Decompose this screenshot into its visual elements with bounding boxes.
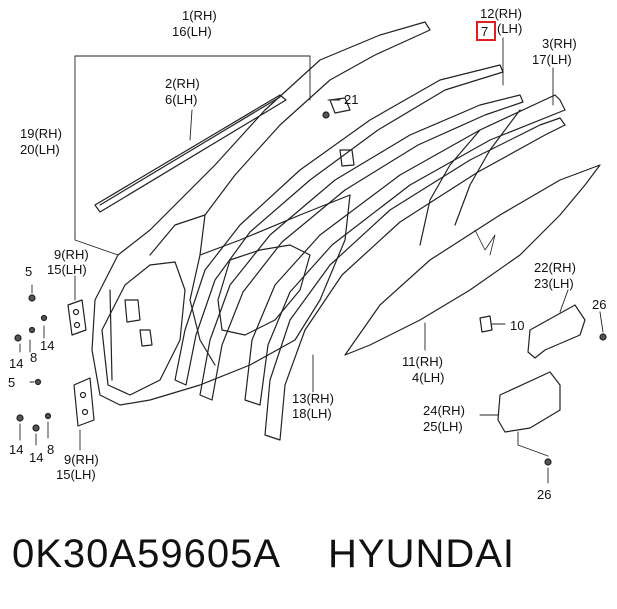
callout-5-lower: 5: [8, 375, 15, 390]
svg-text:19(RH): 19(RH): [20, 126, 62, 141]
leader-lines: [19, 37, 604, 484]
svg-text:24(RH): 24(RH): [423, 403, 465, 418]
svg-text:15(LH): 15(LH): [47, 262, 87, 277]
svg-text:3(RH): 3(RH): [542, 36, 577, 51]
callout-14-c: 14: [9, 442, 23, 457]
svg-text:(LH): (LH): [497, 21, 522, 36]
highlight-box: [476, 21, 496, 41]
bolts: [14, 111, 607, 466]
part-number: 0K30A59605A: [12, 532, 282, 576]
callout-14-a: 14: [9, 356, 23, 371]
svg-text:22(RH): 22(RH): [534, 260, 576, 275]
svg-text:2(RH): 2(RH): [165, 76, 200, 91]
callout-5-upper: 5: [25, 264, 32, 279]
svg-text:12(RH): 12(RH): [480, 6, 522, 21]
door-glass: [344, 164, 601, 356]
callout-12-7: 12(RH) 7 (LH): [476, 6, 522, 41]
svg-text:13(RH): 13(RH): [292, 391, 334, 406]
lower-hinge: [73, 377, 95, 427]
brand-name: HYUNDAI: [328, 532, 516, 576]
svg-text:23(LH): 23(LH): [534, 276, 574, 291]
callout-21: 21: [344, 92, 358, 107]
door-parts-diagram: 1(RH) 16(LH) 2(RH) 6(LH) 21 12(RH) 7 (LH…: [8, 6, 607, 502]
callout-9-15-upper: 9(RH) 15(LH): [47, 247, 89, 277]
callout-26-upper: 26: [592, 297, 606, 312]
svg-text:7: 7: [481, 24, 488, 39]
svg-text:9(RH): 9(RH): [54, 247, 89, 262]
svg-text:18(LH): 18(LH): [292, 406, 332, 421]
callout-11-4: 11(RH) 4(LH): [402, 354, 445, 385]
door-frame-channel: [174, 64, 566, 441]
callout-9-15-lower: 9(RH) 15(LH): [56, 452, 99, 482]
svg-text:1(RH): 1(RH): [182, 8, 217, 23]
callout-2-6: 2(RH) 6(LH): [165, 76, 200, 107]
svg-text:20(LH): 20(LH): [20, 142, 60, 157]
glass-bracket: [479, 315, 493, 333]
callout-14-b: 14: [40, 338, 54, 353]
delta-cover: [527, 304, 586, 359]
callout-8-lower: 8: [47, 442, 54, 457]
svg-text:9(RH): 9(RH): [64, 452, 99, 467]
callout-3-17: 3(RH) 17(LH): [532, 36, 577, 67]
svg-text:16(LH): 16(LH): [172, 24, 212, 39]
callout-1-16: 1(RH) 16(LH): [172, 8, 217, 39]
svg-text:6(LH): 6(LH): [165, 92, 198, 107]
svg-text:25(LH): 25(LH): [423, 419, 463, 434]
glass-run-strip: [94, 94, 287, 213]
sash-cover: [497, 371, 561, 433]
callout-14-d: 14: [29, 450, 43, 465]
svg-text:4(LH): 4(LH): [412, 370, 445, 385]
door-shell: [91, 21, 431, 406]
callout-24-25: 24(RH) 25(LH): [423, 403, 465, 434]
svg-text:11(RH): 11(RH): [402, 354, 443, 369]
callout-22-23: 22(RH) 23(LH): [534, 260, 576, 291]
svg-text:17(LH): 17(LH): [532, 52, 572, 67]
upper-hinge: [67, 299, 87, 336]
callout-8-upper: 8: [30, 350, 37, 365]
callout-19-20: 19(RH) 20(LH): [20, 126, 62, 157]
callout-10: 10: [510, 318, 524, 333]
callout-13-18: 13(RH) 18(LH): [292, 391, 334, 421]
svg-text:15(LH): 15(LH): [56, 467, 96, 482]
callout-26-lower: 26: [537, 487, 551, 502]
